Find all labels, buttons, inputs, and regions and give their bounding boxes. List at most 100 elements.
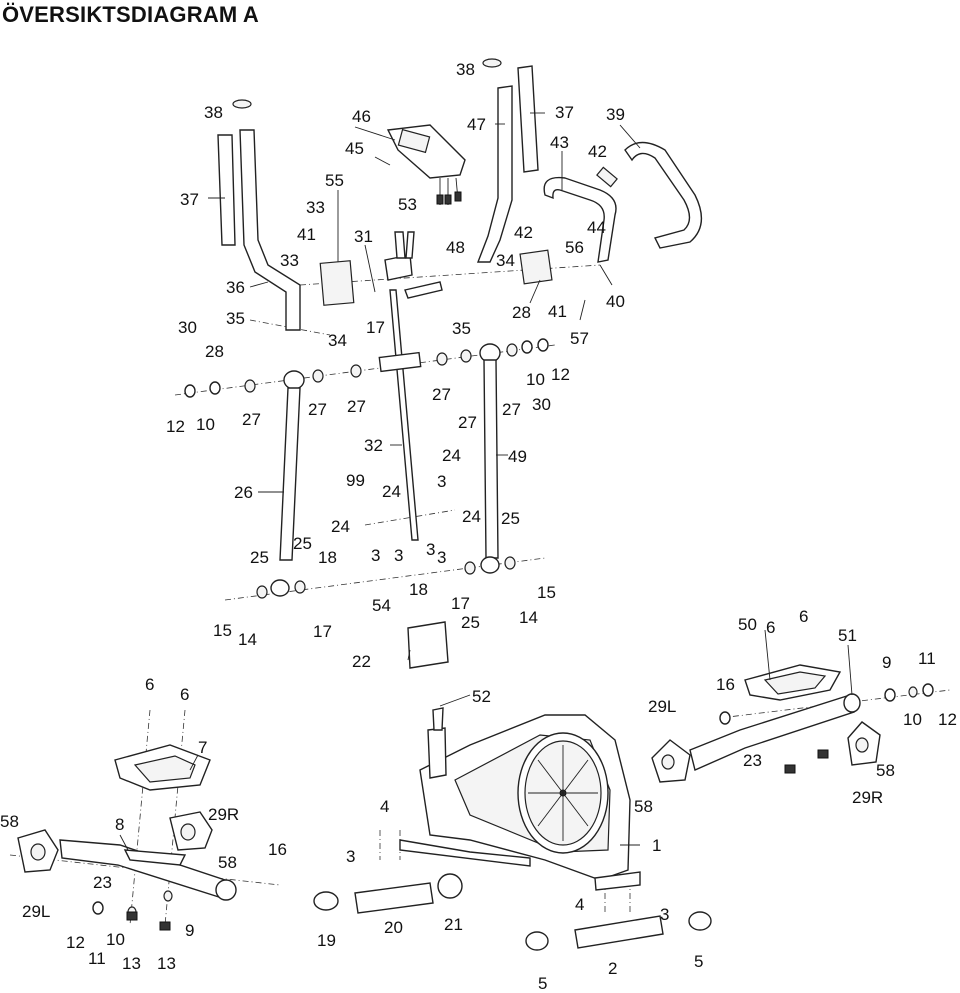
label-8: 8 — [115, 815, 124, 834]
label-25: 25 — [293, 534, 312, 553]
label-33: 33 — [280, 251, 299, 270]
label-5: 5 — [694, 952, 703, 971]
label-48: 48 — [446, 238, 465, 257]
label-6: 6 — [799, 607, 808, 626]
label-27: 27 — [432, 385, 451, 404]
label-31: 31 — [354, 227, 373, 246]
label-18: 18 — [318, 548, 337, 567]
label-13: 13 — [157, 954, 176, 973]
label-3: 3 — [660, 905, 669, 924]
label-7: 7 — [198, 738, 207, 757]
label-47: 47 — [467, 115, 486, 134]
label-9: 9 — [185, 921, 194, 940]
center-mast — [319, 231, 553, 541]
label-3: 3 — [371, 546, 380, 565]
label-24: 24 — [382, 482, 401, 501]
label-17: 17 — [313, 622, 332, 641]
label-10: 10 — [106, 930, 125, 949]
label-6: 6 — [766, 618, 775, 637]
label-16: 16 — [716, 675, 735, 694]
right-pedal-arm — [651, 664, 934, 783]
mast-cover — [407, 621, 449, 669]
label-49: 49 — [508, 447, 527, 466]
label-3: 3 — [437, 472, 446, 491]
label-42: 42 — [514, 223, 533, 242]
label-28: 28 — [205, 342, 224, 361]
label-35: 35 — [452, 319, 471, 338]
label-27: 27 — [458, 413, 477, 432]
label-30: 30 — [178, 318, 197, 337]
label-10: 10 — [903, 710, 922, 729]
label-38: 38 — [456, 60, 475, 79]
label-9: 9 — [882, 653, 891, 672]
label-16: 16 — [268, 840, 287, 859]
leader-lines — [119, 112, 853, 851]
label-24: 24 — [331, 517, 350, 536]
label-39: 39 — [606, 105, 625, 124]
label-17: 17 — [366, 318, 385, 337]
label-45: 45 — [345, 139, 364, 158]
diagram-title: ÖVERSIKTSDIAGRAM A — [2, 2, 260, 27]
label-29R: 29R — [852, 788, 883, 807]
label-10: 10 — [196, 415, 215, 434]
label-20: 20 — [384, 918, 403, 937]
label-25: 25 — [461, 613, 480, 632]
label-3: 3 — [346, 847, 355, 866]
label-10: 10 — [526, 370, 545, 389]
label-4: 4 — [380, 797, 389, 816]
label-3: 3 — [437, 548, 446, 567]
label-4: 4 — [575, 895, 584, 914]
label-44: 44 — [587, 218, 606, 237]
label-35: 35 — [226, 309, 245, 328]
label-23: 23 — [743, 751, 762, 770]
label-25: 25 — [501, 509, 520, 528]
label-37: 37 — [555, 103, 574, 122]
label-58: 58 — [876, 761, 895, 780]
label-56: 56 — [565, 238, 584, 257]
label-27: 27 — [502, 400, 521, 419]
label-99: 99 — [346, 471, 365, 490]
label-41: 41 — [548, 302, 567, 321]
label-23: 23 — [93, 873, 112, 892]
label-51: 51 — [838, 626, 857, 645]
label-57: 57 — [570, 329, 589, 348]
front-stabilizer — [313, 873, 463, 914]
label-5: 5 — [538, 974, 547, 993]
label-33: 33 — [306, 198, 325, 217]
console-display — [386, 124, 466, 205]
label-42: 42 — [588, 142, 607, 161]
label-15: 15 — [537, 583, 556, 602]
label-30: 30 — [532, 395, 551, 414]
label-22: 22 — [352, 652, 371, 671]
label-6: 6 — [145, 675, 154, 694]
label-37: 37 — [180, 190, 199, 209]
label-12: 12 — [66, 933, 85, 952]
label-50: 50 — [738, 615, 757, 634]
label-58: 58 — [0, 812, 19, 831]
label-41: 41 — [297, 225, 316, 244]
label-14: 14 — [238, 630, 257, 649]
label-13: 13 — [122, 954, 141, 973]
label-11: 11 — [88, 949, 106, 968]
label-29L: 29L — [648, 697, 676, 716]
label-2: 2 — [608, 959, 617, 978]
label-58: 58 — [634, 797, 653, 816]
rear-stabilizer — [525, 911, 712, 951]
main-frame — [399, 707, 641, 891]
label-12: 12 — [938, 710, 957, 729]
label-54: 54 — [372, 596, 391, 615]
label-3: 3 — [394, 546, 403, 565]
label-55: 55 — [325, 171, 344, 190]
label-53: 53 — [398, 195, 417, 214]
label-36: 36 — [226, 278, 245, 297]
label-21: 21 — [444, 915, 463, 934]
label-14: 14 — [519, 608, 538, 627]
label-34: 34 — [328, 331, 347, 350]
label-29L: 29L — [22, 902, 50, 921]
label-28: 28 — [512, 303, 531, 322]
label-34: 34 — [496, 251, 515, 270]
label-29R: 29R — [208, 805, 239, 824]
label-17: 17 — [451, 594, 470, 613]
label-27: 27 — [242, 410, 261, 429]
